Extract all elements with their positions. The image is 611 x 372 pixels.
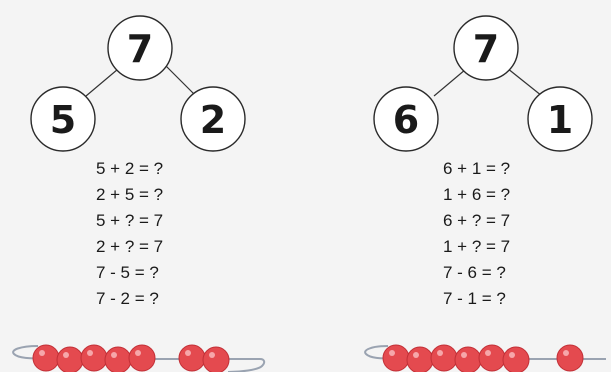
equation: 5 + ? = 7 bbox=[96, 208, 163, 234]
bead bbox=[33, 345, 59, 371]
bead bbox=[179, 345, 205, 371]
bead-group-left bbox=[33, 345, 155, 372]
bead bbox=[431, 345, 457, 371]
number-bond-diagram: 7 6 1 bbox=[306, 0, 611, 165]
bead-highlight bbox=[63, 352, 69, 358]
equation: 7 - 6 = ? bbox=[443, 260, 510, 286]
bead bbox=[479, 345, 505, 371]
equation: 7 - 1 = ? bbox=[443, 286, 510, 312]
bead-highlight bbox=[87, 350, 93, 356]
bead-highlight bbox=[563, 350, 569, 356]
number-bond-panel-left: 7 5 2 5 + 2 = ? 2 + 5 = ? 5 + ? = 7 2 + … bbox=[0, 0, 305, 372]
bead-highlight bbox=[135, 350, 141, 356]
equation-list: 5 + 2 = ? 2 + 5 = ? 5 + ? = 7 2 + ? = 7 … bbox=[96, 156, 163, 312]
bead-highlight bbox=[39, 350, 45, 356]
total-number: 7 bbox=[127, 27, 153, 71]
part-number-left: 5 bbox=[50, 98, 76, 142]
bead-highlight bbox=[111, 352, 117, 358]
part-number-left: 6 bbox=[393, 98, 419, 142]
bead bbox=[503, 347, 529, 372]
bead-group-left bbox=[383, 345, 529, 372]
bead-string bbox=[306, 336, 611, 372]
number-bond-panel-right: 7 6 1 6 + 1 = ? 1 + 6 = ? 6 + ? = 7 1 + … bbox=[306, 0, 611, 372]
equation: 7 - 2 = ? bbox=[96, 286, 163, 312]
bead-highlight bbox=[413, 352, 419, 358]
bead-group-right bbox=[179, 345, 229, 372]
equation: 6 + 1 = ? bbox=[443, 156, 510, 182]
bead-highlight bbox=[389, 350, 395, 356]
bead-highlight bbox=[461, 352, 467, 358]
bead-group-right bbox=[557, 345, 583, 371]
bead bbox=[81, 345, 107, 371]
bead-string bbox=[0, 336, 305, 372]
equation: 7 - 5 = ? bbox=[96, 260, 163, 286]
bead-highlight bbox=[509, 352, 515, 358]
equation: 1 + 6 = ? bbox=[443, 182, 510, 208]
equation: 6 + ? = 7 bbox=[443, 208, 510, 234]
bead bbox=[407, 347, 433, 372]
bead bbox=[383, 345, 409, 371]
number-bond-diagram: 7 5 2 bbox=[0, 0, 305, 165]
equation: 5 + 2 = ? bbox=[96, 156, 163, 182]
bead-highlight bbox=[485, 350, 491, 356]
part-number-right: 1 bbox=[547, 98, 573, 142]
equation: 2 + 5 = ? bbox=[96, 182, 163, 208]
equation: 2 + ? = 7 bbox=[96, 234, 163, 260]
branch-line-right bbox=[164, 64, 196, 96]
bead-highlight bbox=[209, 352, 215, 358]
bead-highlight bbox=[185, 350, 191, 356]
bead bbox=[57, 347, 83, 372]
part-number-right: 2 bbox=[200, 98, 226, 142]
bead-highlight bbox=[437, 350, 443, 356]
bead bbox=[129, 345, 155, 371]
bead bbox=[105, 347, 131, 372]
total-number: 7 bbox=[473, 27, 499, 71]
bead bbox=[203, 347, 229, 372]
equation-list: 6 + 1 = ? 1 + 6 = ? 6 + ? = 7 1 + ? = 7 … bbox=[443, 156, 510, 312]
bead bbox=[557, 345, 583, 371]
bead bbox=[455, 347, 481, 372]
equation: 1 + ? = 7 bbox=[443, 234, 510, 260]
